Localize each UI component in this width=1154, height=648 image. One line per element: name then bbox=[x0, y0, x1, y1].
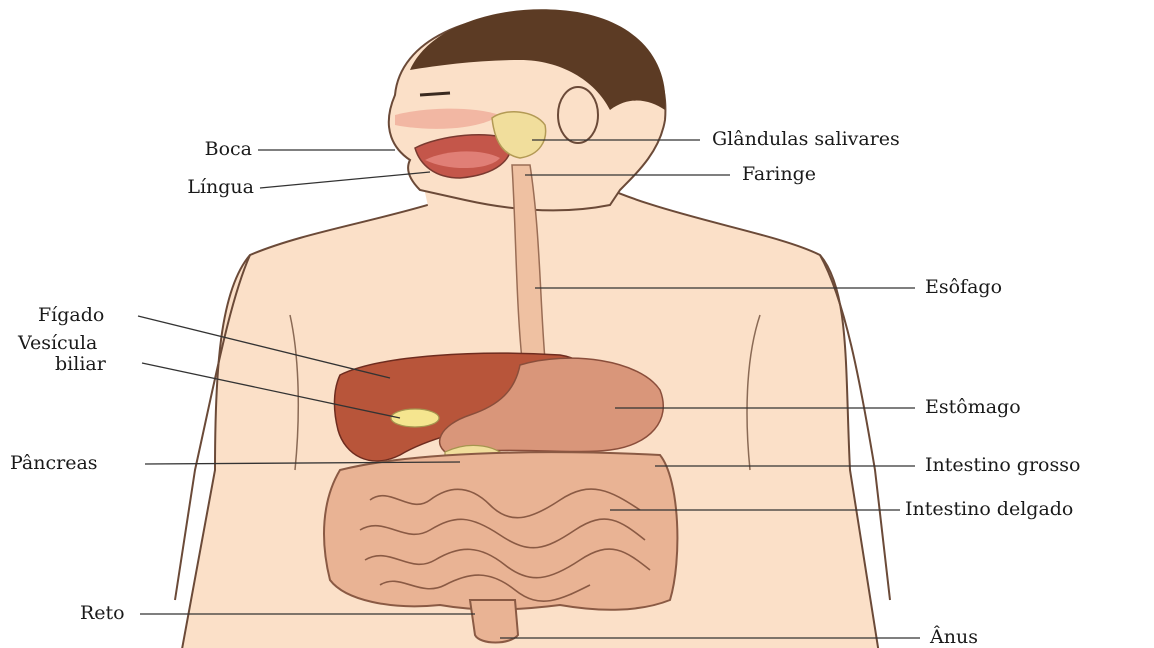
label-figado: Fígado bbox=[38, 304, 104, 326]
label-vesicula-line1: Vesícula bbox=[18, 332, 97, 354]
label-boca: Boca bbox=[150, 138, 252, 160]
label-glandulas-salivares: Glândulas salivares bbox=[712, 128, 900, 150]
label-intestino-grosso: Intestino grosso bbox=[925, 454, 1080, 476]
rectum bbox=[470, 600, 518, 643]
eye bbox=[420, 93, 450, 95]
label-vesicula-line2: biliar bbox=[55, 353, 106, 375]
label-estomago: Estômago bbox=[925, 396, 1021, 418]
label-esofago: Esôfago bbox=[925, 276, 1002, 298]
label-reto: Reto bbox=[80, 602, 125, 624]
leader-lingua bbox=[260, 172, 430, 188]
large-intestine bbox=[324, 452, 677, 610]
label-lingua: Língua bbox=[120, 176, 254, 198]
label-faringe: Faringe bbox=[742, 163, 816, 185]
label-anus: Ânus bbox=[930, 626, 978, 648]
label-pancreas: Pâncreas bbox=[10, 452, 98, 474]
ear bbox=[558, 87, 598, 143]
label-intestino-delgado: Intestino delgado bbox=[905, 498, 1073, 520]
